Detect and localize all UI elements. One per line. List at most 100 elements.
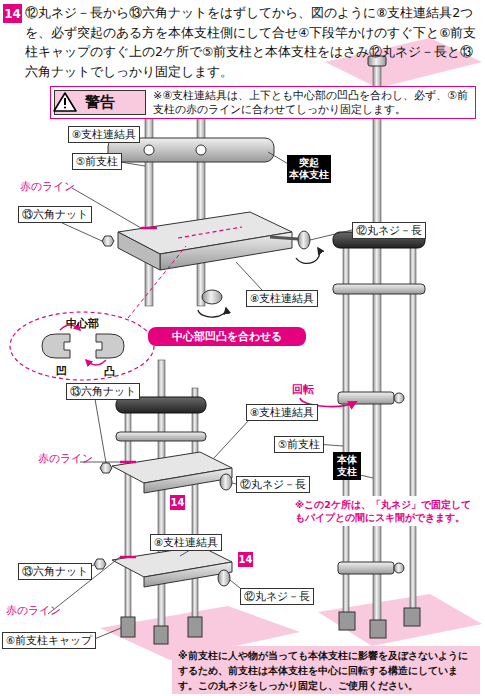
hanger-bar: [333, 284, 425, 294]
red-line: [120, 556, 136, 559]
front-pole: [410, 246, 416, 618]
part-label: ⑫丸ネジ－長: [352, 222, 426, 239]
pole-connector: [338, 392, 394, 404]
connector-rim: [144, 468, 232, 493]
node-text: ⑬六角ナット: [22, 565, 88, 578]
node-body-text: 本体支柱: [289, 169, 329, 181]
detail-leader: [128, 246, 186, 318]
leader-line: [230, 580, 240, 588]
pole-connector: [338, 562, 394, 574]
part-label: ⑤前支柱: [72, 153, 122, 170]
node-text: 突起: [289, 157, 329, 169]
red-line-label: 赤のライン: [20, 180, 75, 194]
feature-label: 本体支柱: [333, 452, 361, 480]
instruction-text: ⑫丸ネジ－長から⑬六角ナットをはずしてから、図のように⑧支柱連結具2つを、必ず突…: [25, 3, 481, 81]
concave-label: 凹: [56, 364, 67, 379]
foot: [188, 617, 202, 637]
warning-icon-mark: [64, 106, 66, 108]
node-text: ⑬六角ナット: [70, 385, 136, 398]
red-line-label: 赤のライン: [38, 452, 93, 466]
node-text: ※前支柱に人や物が当っても本体支柱に影響を及ぼさないようにするため、前支柱は本体…: [178, 648, 474, 693]
part-label: ⑥前支柱キャップ: [2, 632, 96, 649]
node-text: 中心部凹凸を合わせる: [172, 329, 282, 344]
screw: [394, 393, 404, 403]
detail-bubble: [10, 312, 154, 380]
screw-head: [220, 474, 232, 490]
screw-head: [218, 570, 230, 586]
warning-icon-mark: [64, 98, 66, 105]
node-text: ⑧支柱連結具: [154, 536, 218, 549]
leader-line: [214, 419, 250, 458]
red-line: [120, 461, 136, 464]
warning-box: 警告 ※⑧支柱連結具は、上下とも中心部の凹凸を合わし、必ず、⑤前支柱の赤のラインに…: [50, 86, 476, 119]
node-text: 14: [171, 497, 185, 508]
node-body-text: ※⑧支柱連結具は、上下とも中心部の凹凸を合わし、必ず、⑤前支柱の赤のラインに合わ…: [153, 89, 471, 117]
main-pole: [373, 64, 381, 624]
connector-rim: [118, 232, 160, 270]
front-pole: [192, 388, 198, 623]
step-number: 14: [238, 552, 253, 567]
floor-area: [318, 594, 482, 646]
node-text: ⑧支柱連結具: [250, 292, 314, 305]
screw: [394, 563, 404, 573]
concave-part: [42, 334, 70, 358]
feature-label: 突起本体支柱: [287, 155, 331, 183]
node-text: ⑧支柱連結具: [250, 406, 314, 419]
rotation-label: 回転: [292, 382, 314, 397]
convex-label: 凸: [104, 364, 115, 379]
warning-icon: [54, 93, 76, 111]
connector-rim: [144, 562, 232, 587]
node-text: ⑤前支柱: [278, 438, 320, 451]
bolt-hole: [196, 145, 206, 155]
foot: [154, 626, 168, 644]
join-arrow: [86, 360, 106, 365]
foot: [404, 608, 420, 626]
detail-title: 中心部: [66, 316, 99, 331]
hex-nut: [100, 463, 112, 473]
center-mark: [178, 227, 242, 238]
node-text: 警告: [54, 90, 146, 115]
leader-line: [60, 222, 102, 241]
node-text: ⑫丸ネジ－長: [240, 478, 306, 491]
screw-head: [202, 290, 222, 304]
node-text: ⑫丸ネジ－長: [356, 224, 422, 237]
red-line: [141, 227, 157, 230]
node-text: ⑥前支柱キャップ: [6, 634, 92, 647]
node-text: ⑧支柱連結具: [72, 128, 136, 141]
part-label: ⑬六角ナット: [66, 383, 140, 400]
front-pole: [125, 388, 131, 623]
callout-box: 中心部凹凸を合わせる: [148, 327, 306, 346]
node-text: ⑤前支柱: [76, 155, 118, 168]
note-box: ※前支柱に人や物が当っても本体支柱に影響を及ぼさないようにするため、前支柱は本体…: [172, 646, 480, 694]
part-label: ⑫丸ネジ－長: [236, 476, 310, 493]
leader-line: [310, 230, 352, 240]
foot: [370, 620, 386, 638]
bolt-hole: [144, 145, 154, 155]
part-label: ⑧支柱連結具: [68, 126, 140, 143]
convex-part: [96, 334, 124, 358]
step-number: 14: [170, 495, 185, 510]
part-label: ⑬六角ナット: [18, 206, 92, 223]
node-text: ⑫丸ネジ－長: [244, 590, 310, 603]
screw-shaft: [270, 237, 298, 239]
leader-line: [95, 399, 106, 463]
hanger-bar: [116, 432, 206, 441]
foot: [339, 612, 355, 630]
leader-lines: [48, 134, 373, 640]
rotation-arrow: [198, 308, 226, 317]
node-text: 本体支柱: [335, 454, 359, 478]
rotation-arrow: [296, 248, 320, 263]
part-label: ⑬六角ナット: [18, 563, 92, 580]
hex-nut: [94, 559, 106, 569]
screw-head: [298, 231, 310, 249]
red-line-label: 赤のライン: [6, 604, 61, 618]
foot: [121, 617, 135, 637]
step-number: 14: [3, 4, 22, 23]
node-text: 14: [239, 554, 253, 565]
leader-line: [236, 262, 262, 290]
part-label: ⑫丸ネジ－長: [240, 588, 314, 605]
part-label: ⑤前支柱: [274, 436, 324, 453]
part-label: ⑧支柱連結具: [150, 534, 222, 551]
hex-nut: [102, 236, 114, 246]
